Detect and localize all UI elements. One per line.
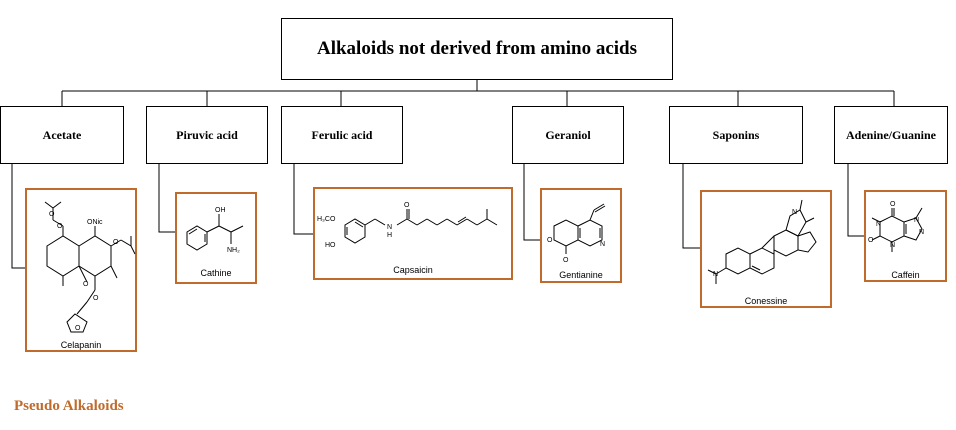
category-acetate: Acetate [0, 106, 124, 164]
caffein-structure-box: O N N N N O Caffein [864, 190, 947, 282]
atom-label: O [57, 223, 63, 230]
atom-label: O [113, 239, 119, 246]
cathine-structure-icon: OH NH₂ [186, 207, 244, 254]
celapanin-structure-box: ONic O O O O O O Celapanin [25, 188, 137, 352]
root-title: Alkaloids not derived from amino acids [316, 38, 638, 59]
category-label: Geraniol [545, 127, 591, 142]
atom-label: O [75, 325, 81, 332]
atom-label: N [387, 224, 392, 231]
category-label: Acetate [42, 127, 82, 142]
atom-label: O [49, 211, 55, 218]
gentianine-structure-icon: N O O [547, 203, 606, 264]
caffein-structure-icon: O N N N N O [868, 201, 924, 252]
atom-label: N [792, 209, 797, 216]
compound-name: Gentianine [559, 270, 603, 280]
atom-label: O [868, 237, 874, 244]
compound-name: Cathine [200, 268, 232, 278]
category-adenine-guanine: Adenine/Guanine [834, 106, 948, 164]
conessine-structure-box: N N Conessine [700, 190, 832, 308]
compound-name: Capsaicin [393, 265, 433, 275]
atom-label: O [890, 201, 896, 208]
atom-label: O [563, 257, 569, 264]
category-label: Saponins [712, 127, 760, 142]
cathine-structure-box: OH NH₂ Cathine [175, 192, 257, 284]
celapanin-structure-icon: ONic O O O O O O [44, 201, 136, 333]
atom-label: N [890, 242, 895, 249]
root-title-box: Alkaloids not derived from amino acids [281, 18, 673, 80]
category-ferulic-acid: Ferulic acid [281, 106, 403, 164]
capsaicin-structure-box: H₃CO HO N H O Capsaicin [313, 187, 513, 280]
gentianine-structure-box: N O O Gentianine [540, 188, 622, 283]
atom-label: H₃CO [317, 216, 336, 223]
atom-label: N [713, 271, 718, 278]
atom-label: N [919, 229, 924, 236]
category-label: Piruvic acid [176, 127, 238, 142]
atom-label: ONic [87, 219, 103, 226]
category-label: Ferulic acid [311, 127, 373, 142]
capsaicin-structure-icon: H₃CO HO N H O [317, 202, 498, 249]
atom-label: O [93, 295, 99, 302]
category-piruvic-acid: Piruvic acid [146, 106, 268, 164]
atom-label: OH [215, 207, 226, 214]
footer-caption: Pseudo Alkaloids [14, 398, 124, 414]
atom-label: N [600, 241, 605, 248]
atom-label: O [83, 281, 89, 288]
atom-label: N [914, 217, 919, 224]
atom-label: NH₂ [227, 247, 240, 254]
compound-name: Caffein [891, 270, 920, 280]
compound-name: Conessine [744, 296, 788, 306]
compound-name: Celapanin [60, 340, 102, 350]
category-label: Adenine/Guanine [845, 127, 937, 142]
atom-label: N [876, 221, 881, 228]
conessine-structure-icon: N N [707, 199, 817, 284]
category-geraniol: Geraniol [512, 106, 624, 164]
atom-label: O [404, 202, 410, 209]
atom-label: O [547, 237, 553, 244]
atom-label: HO [325, 242, 336, 249]
category-saponins: Saponins [669, 106, 803, 164]
atom-label: H [387, 232, 392, 239]
